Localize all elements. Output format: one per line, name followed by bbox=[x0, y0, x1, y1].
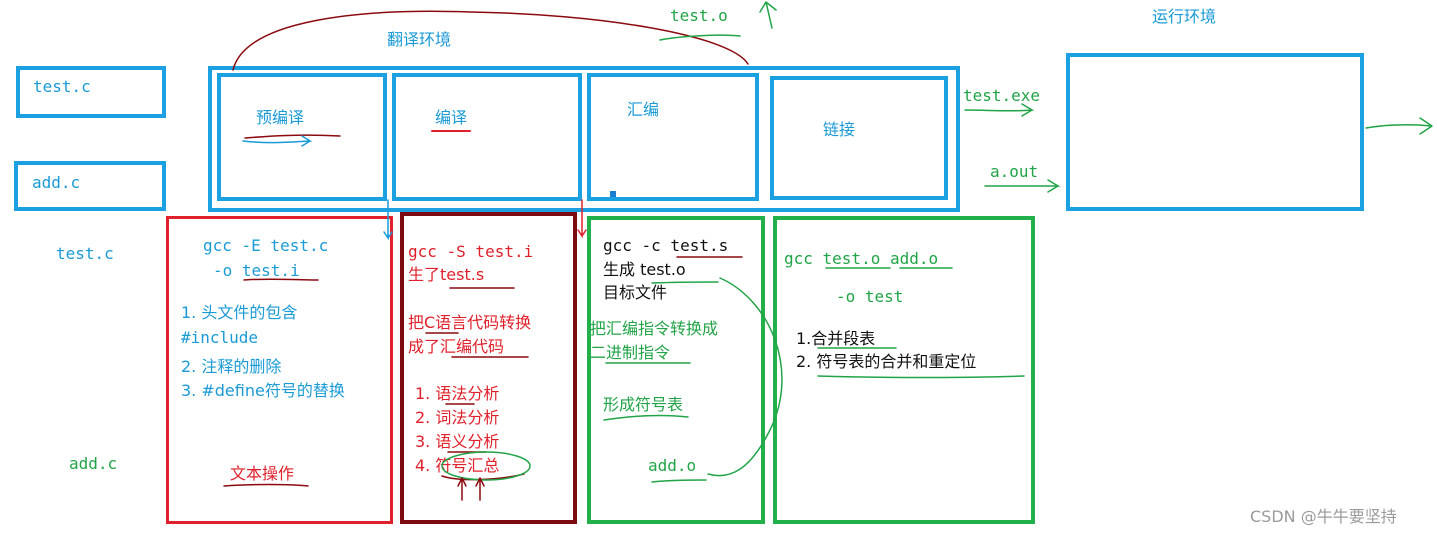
top-output-test-o: test.o bbox=[670, 6, 728, 25]
output-a-out: a.out bbox=[990, 162, 1039, 181]
underline-test-o bbox=[651, 281, 719, 284]
preprocess-cmd-2: -o test.i bbox=[213, 261, 300, 280]
arrow-preprocess bbox=[242, 135, 313, 147]
link-cmd-2: -o test bbox=[836, 287, 904, 306]
bracket-arc bbox=[232, 10, 749, 71]
stage-marker bbox=[610, 191, 616, 197]
arrow-a-out bbox=[984, 179, 1061, 193]
file-box-test-c bbox=[16, 66, 166, 118]
link-label: 链接 bbox=[823, 120, 856, 139]
stage-label-assemble: 汇编 bbox=[627, 100, 660, 119]
stage-box-compile bbox=[392, 73, 582, 201]
underline-text-op bbox=[223, 483, 309, 487]
underline-test-o-top bbox=[659, 34, 741, 41]
csdn-watermark: CSDN @牛牛要坚持 bbox=[1250, 507, 1397, 526]
compile-item-2: 2. 词法分析 bbox=[415, 408, 500, 427]
compile-desc-1: 把C语言代码转换 bbox=[408, 313, 532, 332]
link-cmd: gcc test.o add.o bbox=[784, 249, 939, 268]
preprocess-cmd-1: gcc -E test.c bbox=[203, 236, 329, 255]
preprocess-item-2: #include bbox=[181, 328, 259, 347]
assemble-symtab: 形成符号表 bbox=[603, 395, 684, 414]
assemble-desc-1: 把汇编指令转换成 bbox=[590, 319, 719, 338]
compile-desc-2: 成了汇编代码 bbox=[408, 337, 505, 356]
preprocess-item-1: 1. 头文件的包含 bbox=[181, 303, 298, 322]
preprocess-item-3: 2. 注释的删除 bbox=[181, 357, 282, 376]
compile-cmd: gcc -S test.i bbox=[408, 242, 534, 261]
arrow-test-exe bbox=[964, 103, 1035, 117]
stage-label-compile: 编译 bbox=[435, 108, 468, 127]
compile-item-3: 3. 语义分析 bbox=[415, 432, 500, 451]
file-test-c-label: test.c bbox=[33, 77, 91, 96]
arrow-down-compile bbox=[577, 199, 587, 239]
up-arrow-2 bbox=[475, 477, 485, 501]
stage-label-preprocess: 预编译 bbox=[256, 108, 305, 127]
stage-box-assemble bbox=[587, 73, 759, 201]
assemble-gen-2: 目标文件 bbox=[603, 283, 668, 302]
underline-symtab bbox=[603, 414, 689, 421]
top-arrow bbox=[759, 1, 777, 29]
arrow-runtime-out bbox=[1365, 117, 1433, 135]
up-arrow-1 bbox=[457, 477, 467, 501]
arrow-down-preprocess bbox=[383, 199, 393, 241]
link-item-1: 1.合并段表 bbox=[796, 329, 876, 348]
stage-box-preprocess bbox=[217, 73, 387, 201]
file-add-c-label: add.c bbox=[32, 173, 81, 192]
link-box bbox=[770, 76, 948, 200]
runtime-env-title: 运行环境 bbox=[1152, 7, 1217, 26]
underline-test-i bbox=[243, 278, 319, 281]
circle-symbol-summary bbox=[441, 451, 531, 481]
left-label-test-c: test.c bbox=[56, 244, 114, 263]
underline-reloc bbox=[817, 375, 1025, 379]
assemble-desc-2: 二进制指令 bbox=[590, 343, 671, 362]
assemble-gen-1: 生成 test.o bbox=[603, 260, 686, 279]
file-box-add-c bbox=[14, 161, 166, 211]
link-item-2: 2. 符号表的合并和重定位 bbox=[796, 352, 977, 371]
preprocess-detail-box bbox=[166, 216, 393, 524]
left-label-add-c: add.c bbox=[69, 454, 118, 473]
preprocess-footer: 文本操作 bbox=[230, 464, 295, 483]
assemble-detail-box bbox=[587, 216, 765, 524]
compile-item-1: 1. 语法分析 bbox=[415, 384, 500, 403]
link-curve bbox=[707, 277, 783, 477]
assemble-footer: add.o bbox=[648, 456, 697, 475]
translation-env-title: 翻译环境 bbox=[387, 30, 452, 49]
link-detail-box bbox=[773, 216, 1035, 524]
compile-item-4: 4. 符号汇总 bbox=[415, 456, 500, 475]
translation-env-box bbox=[208, 66, 960, 212]
output-test-exe: test.exe bbox=[963, 86, 1041, 105]
assemble-cmd: gcc -c test.s bbox=[603, 236, 729, 255]
runtime-env-box bbox=[1066, 53, 1364, 211]
compile-gen: 生了test.s bbox=[408, 265, 485, 284]
underline-preprocess bbox=[244, 134, 341, 139]
compile-detail-box bbox=[400, 212, 577, 524]
preprocess-item-4: 3. #define符号的替换 bbox=[181, 381, 345, 400]
underline-add-o bbox=[651, 479, 707, 483]
